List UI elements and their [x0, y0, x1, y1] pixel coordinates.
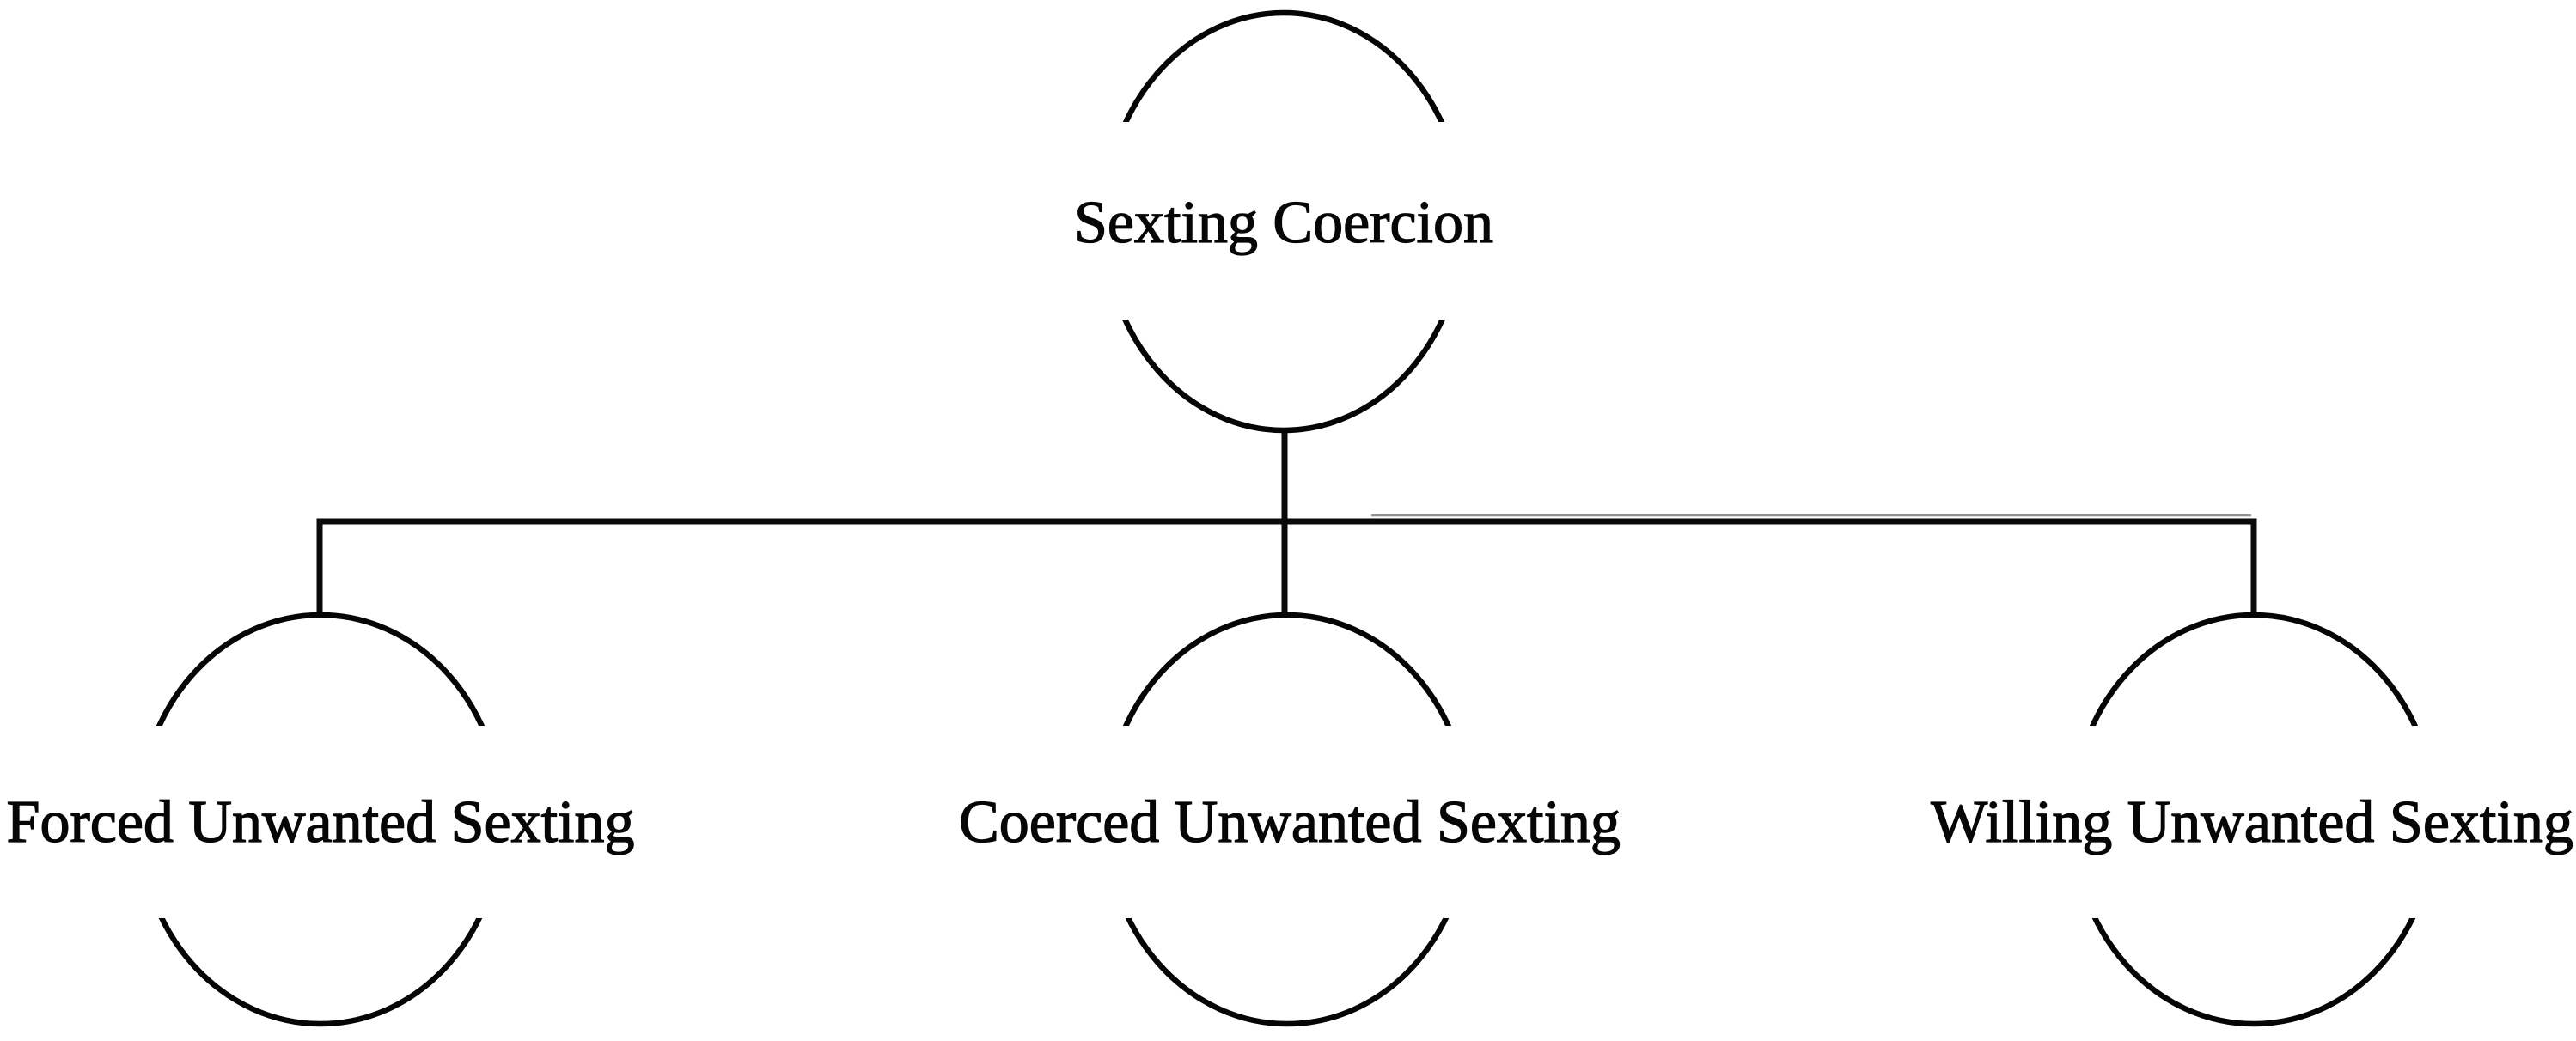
child-node-label-band-coerced: [954, 726, 1626, 918]
child-node-label-band-willing: [1925, 726, 2576, 918]
root-node-label: Sexting Coercion: [1074, 190, 1493, 256]
child-node-label-willing: Willing Unwanted Sexting: [1931, 789, 2573, 855]
child-node-label-forced: Forced Unwanted Sexting: [7, 789, 635, 855]
child-node-label-coerced: Coerced Unwanted Sexting: [959, 789, 1621, 855]
root-node-label-band: [1069, 122, 1499, 320]
connector-group: [316, 429, 2257, 615]
child-node-label-band-forced: [0, 726, 643, 918]
node-root: Sexting Coercion: [1069, 9, 1499, 434]
node-child-forced: Forced Unwanted Sexting: [0, 612, 643, 1027]
node-child-willing: Willing Unwanted Sexting: [1925, 612, 2576, 1027]
node-child-coerced: Coerced Unwanted Sexting: [954, 612, 1626, 1027]
